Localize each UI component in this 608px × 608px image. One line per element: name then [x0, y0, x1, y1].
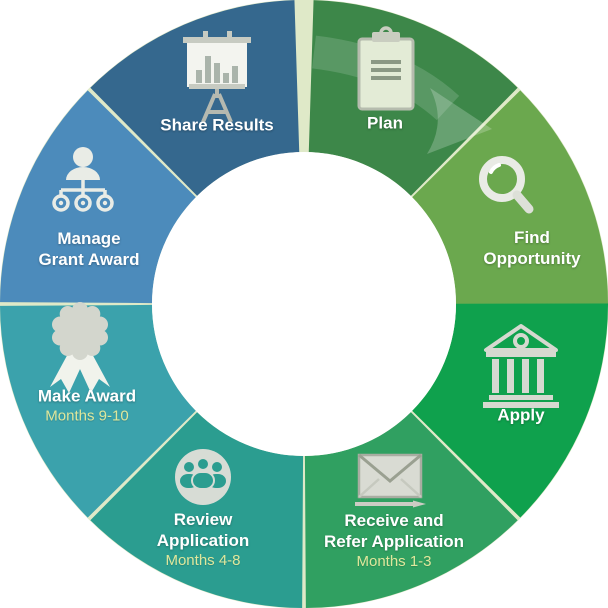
org-chart-icon	[52, 147, 114, 212]
award-ribbon-icon	[50, 302, 110, 393]
magnifying-glass-icon	[479, 156, 534, 214]
segment-make-award[interactable]	[0, 304, 196, 518]
segment-apply[interactable]	[412, 303, 608, 518]
segment-review-application[interactable]	[90, 412, 304, 608]
presentation-chart-icon	[183, 31, 251, 123]
people-group-icon	[175, 449, 231, 505]
center-circle	[152, 152, 456, 456]
envelope-pen-icon	[355, 453, 426, 508]
clipboard-icon	[357, 26, 415, 111]
bank-building-icon	[483, 324, 559, 408]
segment-manage-grant-award[interactable]	[0, 90, 196, 304]
segment-share-results[interactable]	[90, 0, 300, 196]
